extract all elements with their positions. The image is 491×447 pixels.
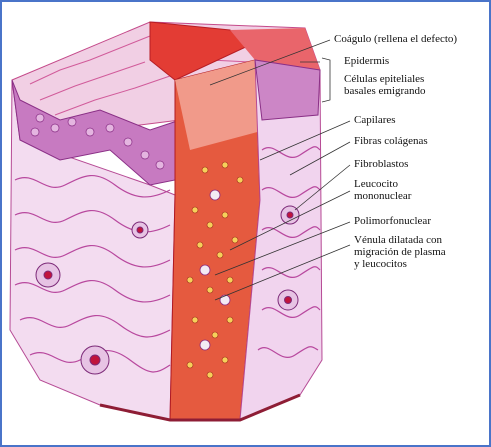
label-epidermis: Epidermis [344, 55, 389, 67]
epidermis-band-right [255, 60, 320, 120]
label-leucocito-mononuclear: Leucocito mononuclear [354, 178, 411, 202]
label-capilares: Capilares [354, 114, 396, 126]
label-fibras-colagenas: Fibras colágenas [354, 135, 428, 147]
label-coagulo: Coágulo (rellena el defecto) [334, 33, 457, 45]
label-venula-dilatada: Vénula dilatada con migración de plasma … [354, 234, 446, 270]
label-celulas-epiteliales: Células epiteliales basales emigrando [344, 73, 426, 97]
label-polimorfonuclear: Polimorfonuclear [354, 215, 431, 227]
label-fibroblastos: Fibroblastos [354, 158, 408, 170]
